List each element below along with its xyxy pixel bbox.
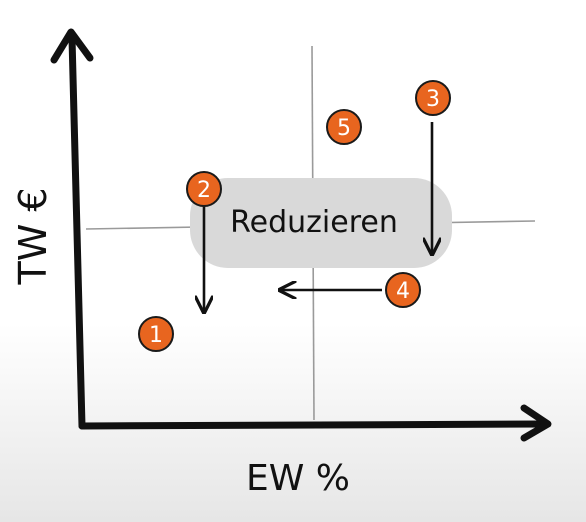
marker-4: 4 [385,272,421,308]
marker-5-label: 5 [337,116,351,141]
marker-3: 3 [415,80,451,116]
x-axis [78,420,549,430]
marker-1-label: 1 [149,323,163,348]
x-axis-arrowhead [520,404,552,442]
reduce-highlight [190,178,452,268]
y-axis-label: TW € [11,187,55,285]
marker-2: 2 [186,171,222,207]
marker-2-label: 2 [197,178,211,203]
marker-5: 5 [326,109,362,145]
y-axis [68,34,86,430]
marker-1: 1 [138,316,174,352]
y-axis-arrowhead [50,28,94,64]
marker-4-label: 4 [396,279,410,304]
marker-3-label: 3 [426,87,440,112]
reduce-label: Reduzieren [230,205,398,240]
x-axis-label: EW % [246,458,350,499]
